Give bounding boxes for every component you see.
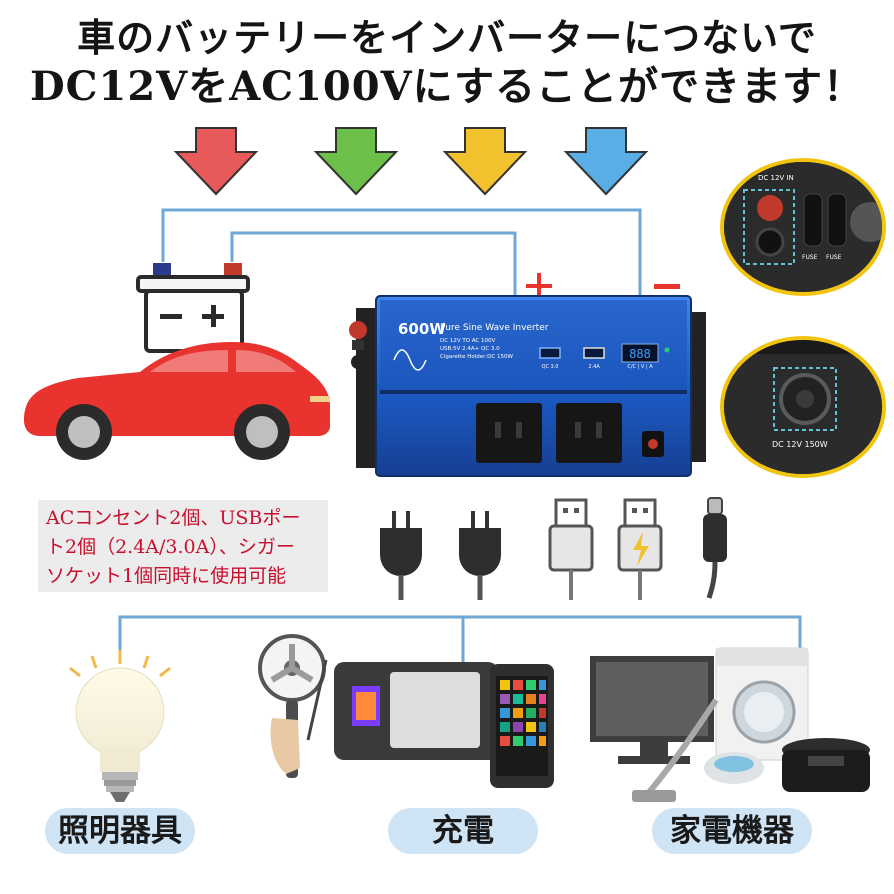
terminal-plus-icon [526, 273, 552, 299]
usb-fast-charge-plug-icon [617, 498, 663, 600]
cigarette-socket-label: DC 12V 150W [772, 440, 828, 449]
usb-label-qc: QC 3.0 [542, 364, 559, 370]
arrow-down-blue-icon [563, 127, 649, 196]
terminal-minus-icon [654, 284, 680, 289]
headline-line-1: 車のバッテリーをインバーターにつないで [77, 15, 817, 60]
distribution-lines [118, 615, 802, 664]
category-lighting: 照明器具 [45, 808, 195, 854]
arrow-down-yellow-icon [442, 127, 528, 196]
zoom-dc-input: DC 12V IN FUSE FUSE [720, 158, 886, 296]
inverter-body: 888 [349, 295, 706, 477]
svg-text:888: 888 [629, 347, 651, 361]
washing-machine-icon [715, 647, 809, 761]
usb-plug-icon [548, 498, 594, 600]
category-charging: 充電 [388, 808, 538, 854]
inverter-spec-line-2: USB:5V 2.4A+ QC 3.0 [440, 346, 500, 352]
category-appliances: 家電機器 [652, 808, 812, 854]
fuse-label-2: FUSE [826, 254, 842, 261]
dc-input-detail [724, 162, 882, 292]
cigarette-plug-icon [703, 497, 727, 599]
headline: 車のバッテリーをインバーターにつないで DC12VをAC100Vにすることができ… [0, 14, 894, 112]
headline-line-2: DC12VをAC100Vにすることができます！ [29, 63, 865, 110]
car-icon [24, 342, 330, 460]
ac-plug-icon [380, 511, 422, 600]
battery-wires [161, 208, 642, 298]
app-grid [500, 680, 546, 746]
inverter-product-name: Pure Sine Wave Inverter [440, 323, 549, 333]
inverter-spec-line-3: Cigarette Holder:DC 150W [440, 354, 513, 360]
feature-description-box: ACコンセント2個、USBポー ト2個（2.4A/3.0A）、シガー ソケット1… [38, 500, 328, 592]
dc-in-label: DC 12V IN [758, 174, 794, 182]
inverter-spec-line-1: DC 12V TO AC 100V [440, 338, 496, 344]
inverter-wattage: 600W [398, 320, 446, 338]
feature-line-3: ソケット1個同時に使用可能 [46, 565, 287, 587]
rice-cooker-icon [782, 738, 870, 792]
display-label: C/C | V | A [627, 364, 653, 370]
feature-line-1: ACコンセント2個、USBポー [46, 507, 301, 529]
tablet-icon [306, 659, 498, 760]
arrow-down-green-icon [313, 127, 399, 196]
cigarette-socket-detail [724, 340, 882, 474]
light-bulb-icon [69, 650, 171, 802]
battery-icon [136, 263, 250, 353]
fuse-label-1: FUSE [802, 254, 818, 261]
vacuum-cleaner-icon [632, 698, 764, 802]
arrow-down-red-icon [173, 127, 259, 196]
ac-plug-icon [459, 511, 501, 600]
feature-line-2: ト2個（2.4A/3.0A）、シガー [46, 536, 295, 558]
usb-label-2a: 2.4A [588, 364, 600, 370]
television-icon [590, 656, 714, 764]
smartphone-icon [490, 664, 554, 788]
zoom-cigarette-socket: DC 12V 150W [720, 336, 886, 478]
